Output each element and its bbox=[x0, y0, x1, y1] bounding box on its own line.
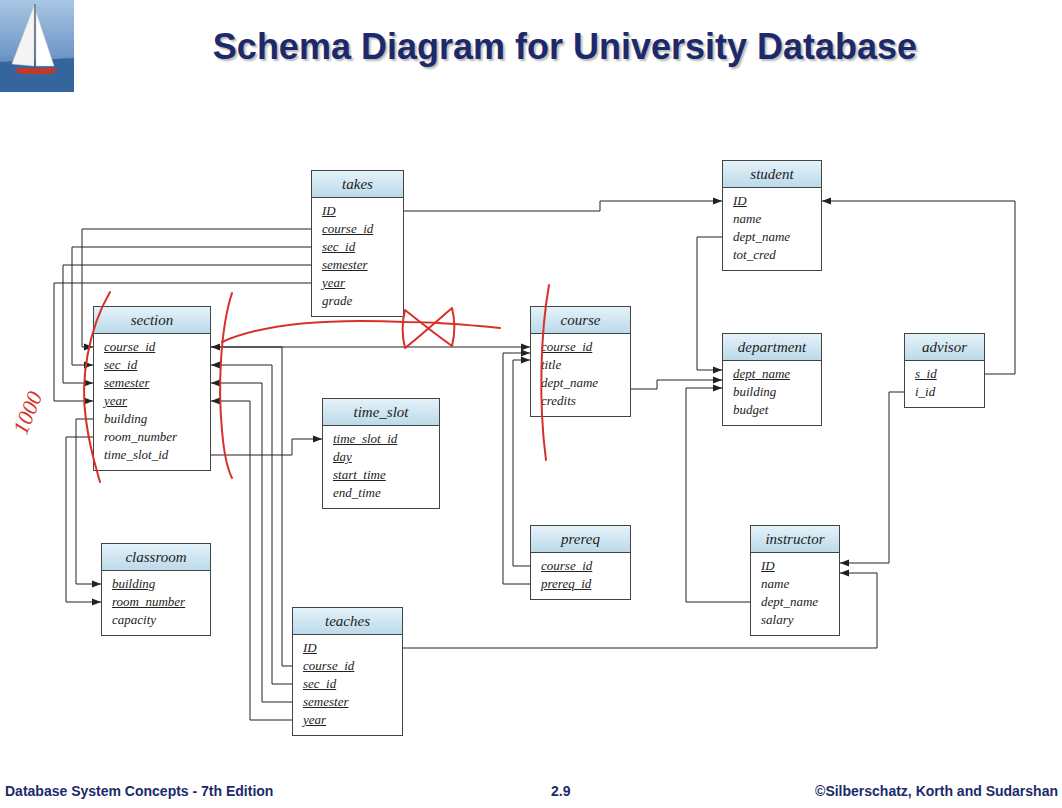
attribute-name: building bbox=[94, 410, 210, 428]
page-number: 2.9 bbox=[551, 783, 570, 799]
table-name: section bbox=[94, 307, 210, 334]
table-box: classroom buildingroom_numbercapacity bbox=[101, 543, 211, 636]
logo-mast bbox=[35, 4, 36, 70]
handwritten-note: 1000 bbox=[8, 388, 49, 439]
attribute-name: course_id bbox=[531, 557, 630, 575]
foreign-key-arrow bbox=[211, 347, 292, 666]
attribute-name: sec_id bbox=[312, 238, 403, 256]
table-name: course bbox=[531, 307, 630, 334]
attribute-name: dept_name bbox=[723, 228, 821, 246]
attribute-name: name bbox=[723, 210, 821, 228]
attribute-name: start_time bbox=[323, 466, 439, 484]
foreign-key-arrow bbox=[513, 360, 530, 566]
table-box: takesIDcourse_idsec_idsemesteryeargrade bbox=[311, 170, 404, 317]
attribute-name: building bbox=[723, 383, 821, 401]
attribute-name: semester bbox=[312, 256, 403, 274]
foreign-key-arrow bbox=[631, 380, 722, 389]
table-name: teaches bbox=[293, 608, 402, 635]
table-name: department bbox=[723, 334, 821, 361]
table-name: time_slot bbox=[323, 399, 439, 426]
foreign-key-arrow bbox=[211, 365, 292, 684]
attribute-name: ID bbox=[751, 557, 839, 575]
table-name: advisor bbox=[905, 334, 984, 361]
attribute-name: salary bbox=[751, 611, 839, 629]
attribute-name: s_id bbox=[905, 365, 984, 383]
attribute-name: sec_id bbox=[293, 675, 402, 693]
table-box: prereq course_idprereq_id bbox=[530, 525, 631, 600]
logo-sail bbox=[12, 6, 34, 66]
handwritten-bracket bbox=[220, 293, 232, 478]
handwritten-stroke bbox=[222, 321, 500, 342]
handwritten-cross bbox=[403, 308, 455, 348]
foreign-key-arrow bbox=[211, 401, 292, 720]
attribute-name: ID bbox=[723, 192, 821, 210]
attribute-name: course_id bbox=[293, 657, 402, 675]
attribute-name: budget bbox=[723, 401, 821, 419]
table-box: department dept_namebuildingbudget bbox=[722, 333, 822, 426]
table-name: instructor bbox=[751, 526, 839, 553]
sailboat-logo bbox=[0, 0, 74, 92]
table-box: studentIDnamedept_nametot_cred bbox=[722, 160, 822, 271]
attribute-name: title bbox=[531, 356, 630, 374]
table-name: prereq bbox=[531, 526, 630, 553]
slide-title: Schema Diagram for University Database bbox=[100, 26, 1030, 68]
attribute-name: ID bbox=[293, 639, 402, 657]
foreign-key-arrow bbox=[211, 439, 322, 455]
table-box: advisor s_idi_id bbox=[904, 333, 985, 408]
foreign-key-arrow bbox=[697, 237, 722, 370]
table-name: student bbox=[723, 161, 821, 188]
foreign-key-arrow bbox=[840, 392, 904, 563]
table-box: time_slot time_slot_iddaystart_timeend_ti… bbox=[322, 398, 440, 509]
table-box: course course_idtitledept_namecredits bbox=[530, 306, 631, 417]
foreign-key-arrow bbox=[404, 201, 722, 211]
attribute-name: room_number bbox=[94, 428, 210, 446]
attribute-name: dept_name bbox=[531, 374, 630, 392]
attribute-name: prereq_id bbox=[531, 575, 630, 593]
foreign-key-arrow bbox=[82, 229, 311, 347]
table-name: takes bbox=[312, 171, 403, 198]
attribute-name: room_number bbox=[102, 593, 210, 611]
logo-hull bbox=[14, 68, 58, 74]
copyright: ©Silberschatz, Korth and Sudarshan bbox=[815, 783, 1058, 799]
attribute-name: i_id bbox=[905, 383, 984, 401]
logo-sail bbox=[36, 12, 54, 66]
attribute-name: semester bbox=[293, 693, 402, 711]
attribute-name: end_time bbox=[323, 484, 439, 502]
table-box: section course_idsec_idsemesteryearbuildi… bbox=[93, 306, 211, 471]
logo-background bbox=[0, 0, 74, 92]
foreign-key-arrow bbox=[503, 353, 530, 584]
attribute-name: dept_name bbox=[723, 365, 821, 383]
attribute-name: course_id bbox=[531, 338, 630, 356]
attribute-name: tot_cred bbox=[723, 246, 821, 264]
attribute-name: course_id bbox=[312, 220, 403, 238]
attribute-name: name bbox=[751, 575, 839, 593]
attribute-name: day bbox=[323, 448, 439, 466]
attribute-name: grade bbox=[312, 292, 403, 310]
foreign-key-arrow bbox=[211, 383, 292, 702]
attribute-name: building bbox=[102, 575, 210, 593]
attribute-name: capacity bbox=[102, 611, 210, 629]
attribute-name: year bbox=[293, 711, 402, 729]
foreign-key-arrow bbox=[822, 201, 1015, 374]
attribute-name: credits bbox=[531, 392, 630, 410]
attribute-name: course_id bbox=[94, 338, 210, 356]
attribute-name: sec_id bbox=[94, 356, 210, 374]
attribute-name: year bbox=[94, 392, 210, 410]
footer-text: Database System Concepts - 7th Edition bbox=[5, 783, 273, 799]
attribute-name: time_slot_id bbox=[94, 446, 210, 464]
attribute-name: dept_name bbox=[751, 593, 839, 611]
table-box: teachesIDcourse_idsec_idsemesteryear bbox=[292, 607, 403, 736]
attribute-name: year bbox=[312, 274, 403, 292]
attribute-name: time_slot_id bbox=[323, 430, 439, 448]
attribute-name: ID bbox=[312, 202, 403, 220]
attribute-name: semester bbox=[94, 374, 210, 392]
table-box: instructorIDnamedept_namesalary bbox=[750, 525, 840, 636]
foreign-key-arrow bbox=[211, 347, 530, 348]
table-name: classroom bbox=[102, 544, 210, 571]
